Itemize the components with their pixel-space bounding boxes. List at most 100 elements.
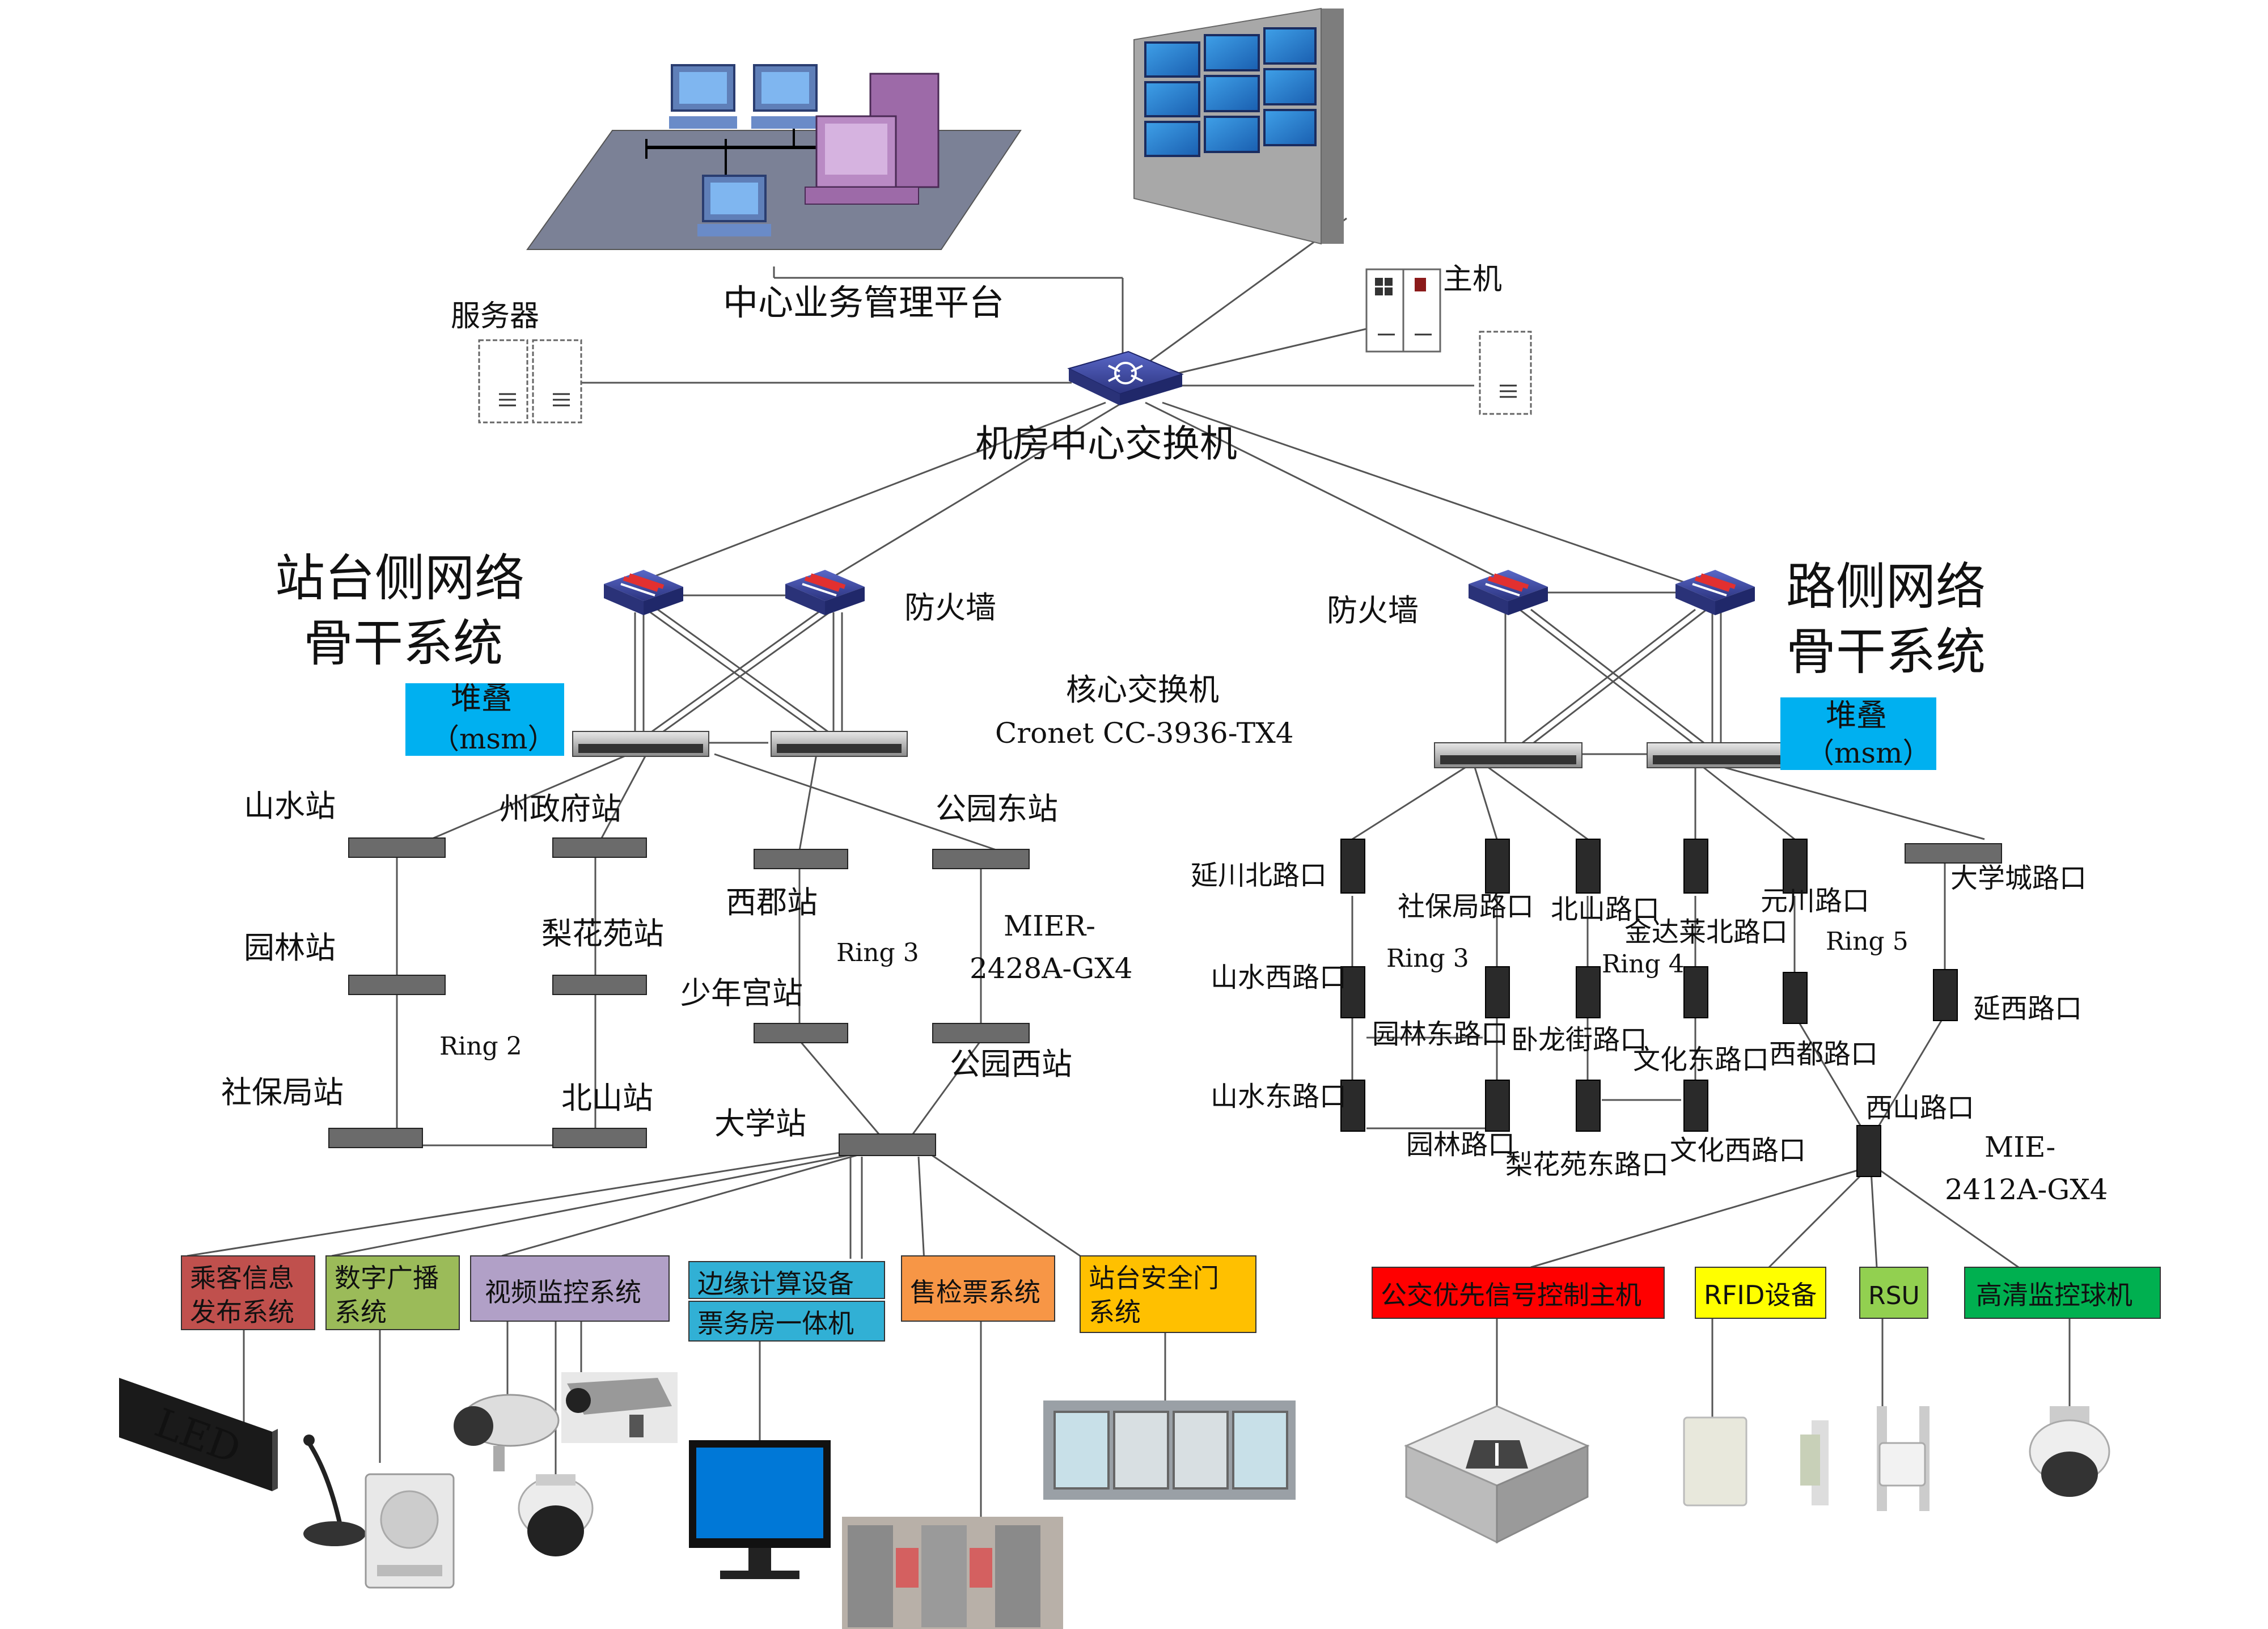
speaker-icon xyxy=(365,1473,455,1589)
host-icon xyxy=(1365,268,1441,353)
video-label: 视频监控系统 xyxy=(485,1277,641,1308)
road-backbone-title-2: 骨干系统 xyxy=(1786,623,1986,681)
hd-camera-label: 高清监控球机 xyxy=(1976,1280,2132,1310)
road-lihuayuandong: 梨花苑东路口 xyxy=(1505,1149,1669,1181)
ticket-office-label: 票务房一体机 xyxy=(697,1308,854,1339)
core-switch-icon xyxy=(572,731,1789,768)
road-shebaoju: 社保局路口 xyxy=(1398,891,1534,923)
monitor-icon xyxy=(689,1440,831,1579)
road-mie-1: MIE- xyxy=(1984,1131,2055,1163)
host-label: 主机 xyxy=(1443,263,1502,297)
station-shaonian: 少年宫站 xyxy=(680,975,803,1011)
passenger-label-2: 发布系统 xyxy=(190,1297,294,1327)
core-room-switch-label: 机房中心交换机 xyxy=(975,422,1237,466)
station-daxue: 大学站 xyxy=(714,1106,806,1141)
road-daxuecheng: 大学城路口 xyxy=(1950,862,2087,894)
rsu-label: RSU xyxy=(1868,1281,1920,1310)
server-workstation-icon xyxy=(805,73,940,205)
station-gongyuandong: 公园东站 xyxy=(936,791,1058,827)
road-mie-2: 2412A-GX4 xyxy=(1945,1173,2108,1206)
station-beishan: 北山站 xyxy=(561,1080,653,1116)
station-ring3: Ring 3 xyxy=(836,938,919,967)
bullet-camera-icon xyxy=(454,1394,560,1471)
box-camera-icon xyxy=(561,1372,678,1443)
rsu-box xyxy=(1859,1267,1928,1319)
stack-right-label-1: 堆叠 xyxy=(1826,697,1887,733)
road-yanchuanbei: 延川北路口 xyxy=(1191,860,1327,891)
road-yanxi: 延西路口 xyxy=(1973,993,2082,1025)
diagram-labels: 中心业务管理平台 服务器 主机 机房中心交换机 站台侧网络 骨干系统 路侧网络 … xyxy=(190,263,2132,1339)
connection-lines xyxy=(187,217,2071,1520)
station-backbone-title-1: 站台侧网络 xyxy=(275,549,524,607)
station-gongyuanxi: 公园西站 xyxy=(950,1046,1072,1082)
firewall-icon xyxy=(1469,570,1548,615)
ticketing-label: 售检票系统 xyxy=(910,1277,1040,1308)
broadcast-box xyxy=(325,1255,460,1330)
firewall-label-right: 防火墙 xyxy=(1327,593,1419,628)
stack-left-label-2: （msm） xyxy=(431,722,556,755)
microphone-icon xyxy=(303,1435,366,1546)
road-ring5: Ring 5 xyxy=(1826,927,1909,956)
stack-left-label-1: 堆叠 xyxy=(451,680,512,716)
station-zhouzhengfu: 州政府站 xyxy=(499,791,621,827)
firewall-icon xyxy=(1675,570,1755,615)
signal-controller-icon xyxy=(1404,1405,1590,1544)
rfid-box xyxy=(1695,1267,1826,1319)
road-wenhuadong: 文化东路口 xyxy=(1633,1044,1769,1076)
center-platform-label: 中心业务管理平台 xyxy=(723,282,1004,323)
road-shanshuidong: 山水东路口 xyxy=(1211,1081,1347,1112)
road-xishan: 西山路口 xyxy=(1865,1092,1974,1124)
workstation-icon xyxy=(751,64,819,129)
road-switch-icon xyxy=(1340,839,1958,1177)
door-label-1: 站台安全门 xyxy=(1089,1263,1219,1293)
road-shanshuixi: 山水西路口 xyxy=(1211,962,1347,993)
road-switch-icon xyxy=(1905,843,2002,864)
station-backbone-title-2: 骨干系统 xyxy=(303,614,503,672)
station-shebaoju: 社保局站 xyxy=(221,1074,344,1110)
station-switch-icon xyxy=(328,837,1030,1156)
hd-camera-box xyxy=(1964,1267,2161,1319)
server-label: 服务器 xyxy=(451,299,539,333)
video-box xyxy=(470,1255,670,1322)
road-ring4: Ring 4 xyxy=(1602,950,1685,979)
stack-box-left xyxy=(405,683,564,756)
core-switch-model: Cronet CC-3936-TX4 xyxy=(995,717,1294,750)
server-icon xyxy=(478,331,1532,424)
platform-door-icon xyxy=(1043,1400,1296,1500)
firewall-label-left: 防火墙 xyxy=(904,590,996,625)
road-yuanlindong: 园林东路口 xyxy=(1372,1018,1508,1050)
speed-dome-camera-icon xyxy=(2029,1406,2110,1497)
rfid-antenna-icon xyxy=(1683,1416,1829,1507)
video-wall-icon xyxy=(1133,7,1344,245)
road-xidu: 西都路口 xyxy=(1769,1038,1878,1070)
road-backbone-title-1: 路侧网络 xyxy=(1786,557,1986,616)
road-yuanchuan: 元川路口 xyxy=(1761,885,1869,917)
bus-signal-label: 公交优先信号控制主机 xyxy=(1381,1280,1641,1310)
road-beishan: 北山路口 xyxy=(1551,894,1660,925)
station-yuanlin: 园林站 xyxy=(244,930,336,966)
workstation-icon xyxy=(697,175,771,236)
broadcast-label-1: 数字广播 xyxy=(335,1263,439,1293)
ticketing-box xyxy=(901,1255,1055,1322)
station-mier-2: 2428A-GX4 xyxy=(970,952,1133,985)
station-xijun: 西郡站 xyxy=(726,885,818,920)
ticket-gate-icon xyxy=(842,1517,1063,1629)
road-yuanlinlu: 园林路口 xyxy=(1406,1129,1515,1161)
road-jindalai: 金达莱北路口 xyxy=(1624,916,1788,948)
road-wenhuaxi: 文化西路口 xyxy=(1670,1135,1806,1166)
broadcast-label-2: 系统 xyxy=(335,1297,387,1327)
firewall-icon xyxy=(604,570,683,615)
station-shanshui: 山水站 xyxy=(244,788,336,824)
ticket-office-box xyxy=(688,1301,885,1342)
stack-box-right xyxy=(1780,697,1936,770)
door-box xyxy=(1080,1255,1256,1333)
edge-box xyxy=(688,1261,885,1299)
station-mier-1: MIER- xyxy=(1004,909,1095,942)
station-lihuayuan: 梨花苑站 xyxy=(541,916,664,951)
workstation-icon xyxy=(669,64,737,129)
passenger-label-1: 乘客信息 xyxy=(190,1263,294,1293)
road-ring3: Ring 3 xyxy=(1386,944,1469,973)
edge-label: 边缘计算设备 xyxy=(697,1268,854,1299)
passenger-box xyxy=(181,1255,315,1330)
